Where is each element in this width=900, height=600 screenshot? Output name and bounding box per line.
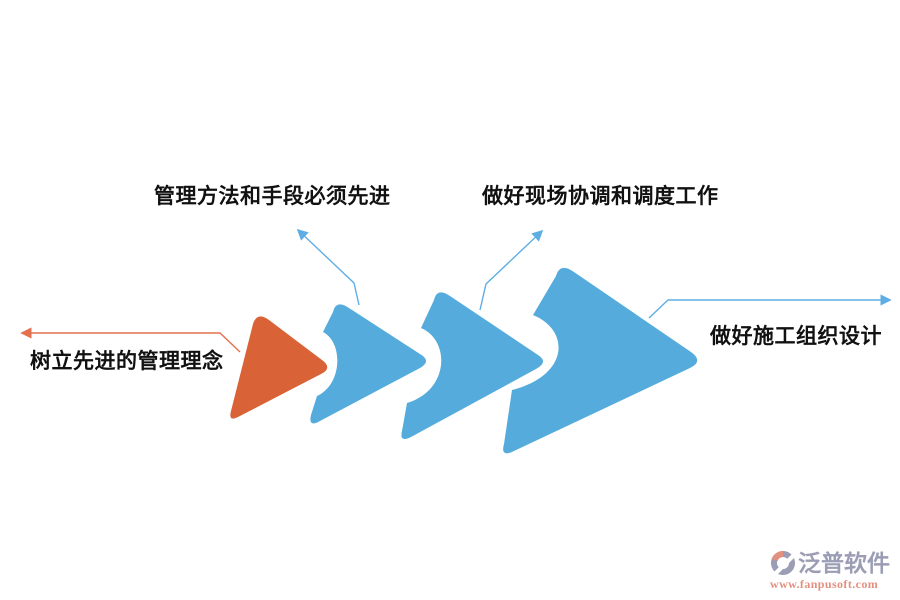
watermark-brand-text: 泛普软件 [798,550,890,576]
connector-step4-right-arrow [648,294,892,319]
connector-step3-up-arrow [479,229,544,311]
connector-step2-up-arrow [296,228,360,306]
connector-step1-left-arrow [20,327,241,353]
fanpu-logo-icon [771,551,796,575]
logo-slash [774,554,794,574]
step4-label: 做好施工组织设计 [710,325,882,348]
step3-blue-chevron-shape [401,292,544,439]
step1-label: 树立先进的管理理念 [30,350,224,373]
watermark: 泛普软件 www.fanpusoft.com [770,550,895,592]
step2-blue-chevron-shape [310,304,426,424]
logo-crescent [771,551,783,561]
step2-label: 管理方法和手段必须先进 [154,185,391,208]
step3-label: 做好现场协调和调度工作 [482,185,719,208]
step4-blue-chevron-shape [503,267,698,454]
step1-orange-triangle-shape [230,316,328,419]
watermark-url-text: www.fanpusoft.com [770,577,879,591]
